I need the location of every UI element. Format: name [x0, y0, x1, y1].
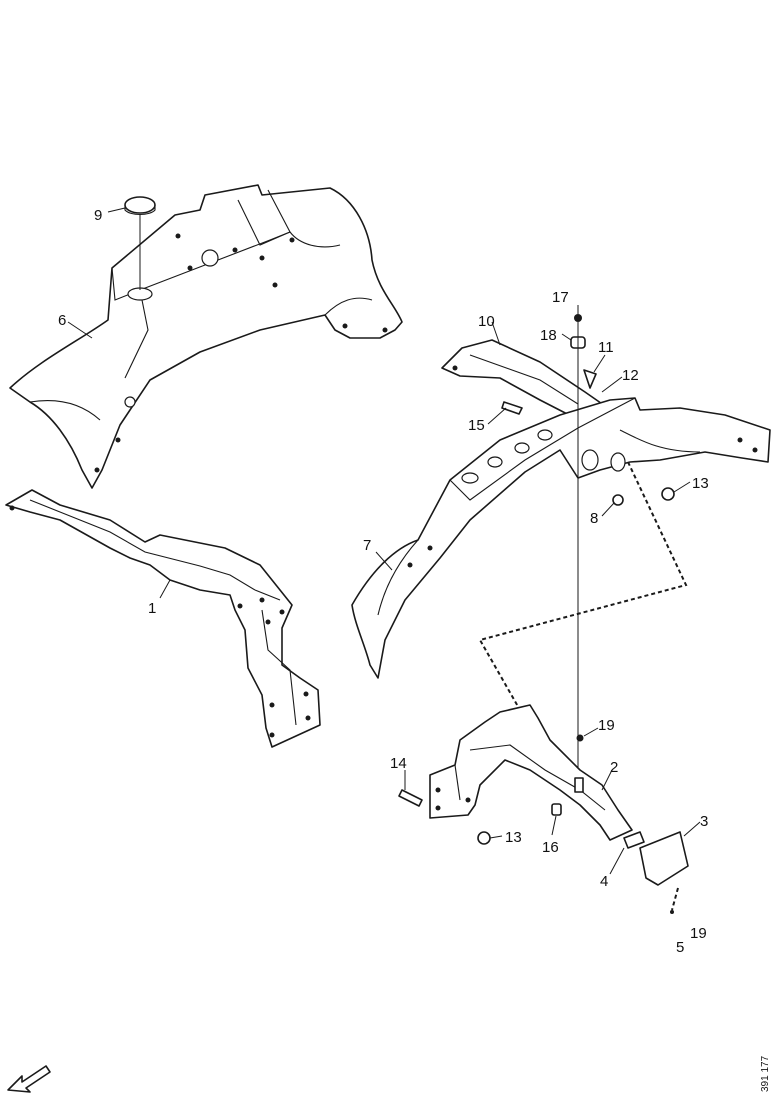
- callout-9: 9: [94, 207, 102, 224]
- callout-11: 11: [598, 339, 614, 356]
- fastener-13-nut-upper: [661, 487, 675, 501]
- callout-6: 6: [58, 312, 66, 329]
- fastener-15-bolt: [501, 401, 523, 415]
- callout-10: 10: [478, 313, 495, 330]
- callout-7: 7: [363, 537, 371, 554]
- fastener-14-bolt: [398, 789, 423, 807]
- callout-3: 3: [700, 813, 708, 830]
- callouts: 9 6 1 10 17 18 11 12 15 13 8 7 19 2 3 14…: [58, 207, 709, 956]
- callout-17: 17: [552, 289, 569, 306]
- callout-8: 8: [590, 510, 598, 527]
- callout-13-upper: 13: [692, 475, 709, 492]
- part-2-lower-bracket: [429, 704, 633, 841]
- part-4-shim: [623, 831, 645, 849]
- callout-1: 1: [148, 600, 156, 617]
- part-9-plug-cap: [124, 196, 156, 290]
- callout-19-lower: 19: [690, 925, 707, 942]
- drawing-reference-code: 391 177: [760, 1055, 771, 1092]
- part-1-lower-frame-member: [5, 489, 321, 748]
- callout-14: 14: [390, 755, 407, 772]
- leader-lines: [67, 207, 701, 875]
- callout-12: 12: [622, 367, 639, 384]
- front-direction-arrow-icon: [7, 1065, 51, 1093]
- fastener-5-screw: [670, 887, 679, 914]
- part-3-clip: [639, 831, 689, 886]
- callout-19-upper: 19: [598, 717, 615, 734]
- part-10-bracket: [441, 339, 609, 419]
- fastener-17-washer: [574, 314, 582, 322]
- assembly-dashed-line: [478, 461, 688, 711]
- callout-18: 18: [540, 327, 557, 344]
- callout-5: 5: [676, 939, 684, 956]
- callout-16: 16: [542, 839, 559, 856]
- callout-2: 2: [610, 759, 618, 776]
- part-6-upper-frame-shell: [9, 184, 403, 489]
- fastener-13-nut-lower: [477, 831, 491, 845]
- fastener-8-nut: [612, 494, 624, 506]
- fastener-11-screw: [583, 369, 597, 389]
- fastener-16-nut: [551, 803, 562, 816]
- part-7-right-frame-shell: [351, 397, 771, 679]
- callout-15: 15: [468, 417, 485, 434]
- callout-13-lower: 13: [505, 829, 522, 846]
- callout-4: 4: [600, 873, 608, 890]
